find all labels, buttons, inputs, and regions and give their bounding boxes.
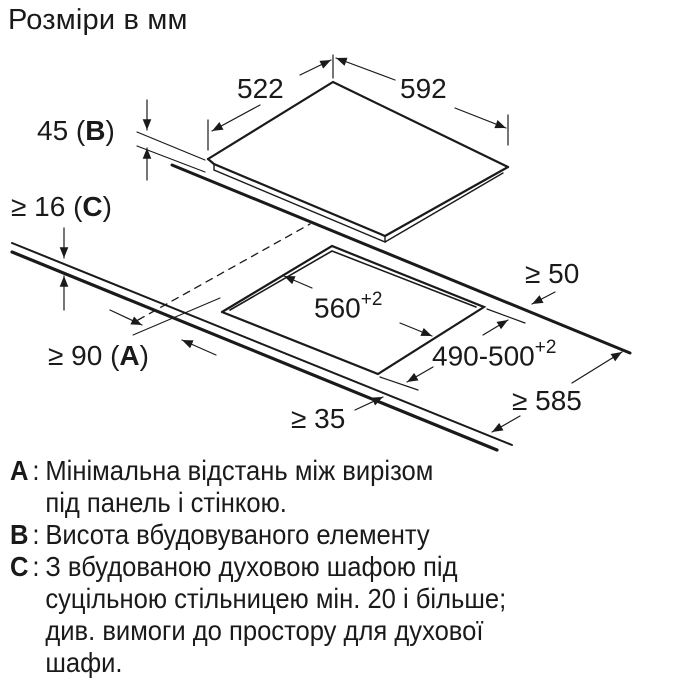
legend-item-b: B: Висота вбудовуваного елементу: [10, 519, 680, 551]
page-title: Розміри в мм: [8, 4, 188, 36]
legend-key: A: [10, 455, 29, 486]
legend-text: під панель і стінкою.: [45, 487, 287, 518]
countertop-thickness-label: ≥ 16 (C): [11, 191, 112, 222]
rear-clearance-label: ≥ 50: [525, 258, 580, 289]
legend-item-c: C: З вбудованою духовою шафою під: [10, 551, 680, 583]
legend-text: шафи.: [45, 647, 123, 678]
legend-key: C: [10, 551, 29, 582]
wall-distance-label: ≥ 90 (A): [48, 340, 149, 371]
legend-text: З вбудованою духовою шафою під: [45, 551, 458, 582]
countertop-depth-label: ≥ 585: [512, 385, 582, 416]
legend: A: Мінімальна відстань між вирізом під п…: [10, 455, 680, 679]
legend-item-a: A: Мінімальна відстань між вирізом: [10, 455, 680, 487]
legend-key: B: [10, 519, 29, 550]
cutout-depth-label: 490-500+2: [432, 337, 557, 372]
legend-text: суцільною стільницею мін. 20 і більше;: [45, 583, 507, 614]
legend-text: Мінімальна відстань між вирізом: [45, 455, 434, 486]
hob-width-label: 592: [400, 73, 447, 104]
legend-text: див. вимоги до простору для духової: [45, 615, 484, 646]
installation-diagram: [10, 54, 632, 452]
hob-outline: [206, 80, 510, 244]
built-in-height-label: 45 (B): [37, 115, 115, 146]
hob-depth-label: 522: [237, 73, 284, 104]
cutout-width-label: 560+2: [314, 289, 383, 324]
cutout-outline: [220, 244, 487, 376]
front-countertop-edge: [10, 242, 513, 452]
front-clearance-label: ≥ 35: [291, 403, 346, 434]
rear-countertop-edge: [136, 131, 632, 355]
legend-text: Висота вбудовуваного елементу: [45, 519, 430, 550]
dashed-guide-line: [137, 223, 311, 321]
